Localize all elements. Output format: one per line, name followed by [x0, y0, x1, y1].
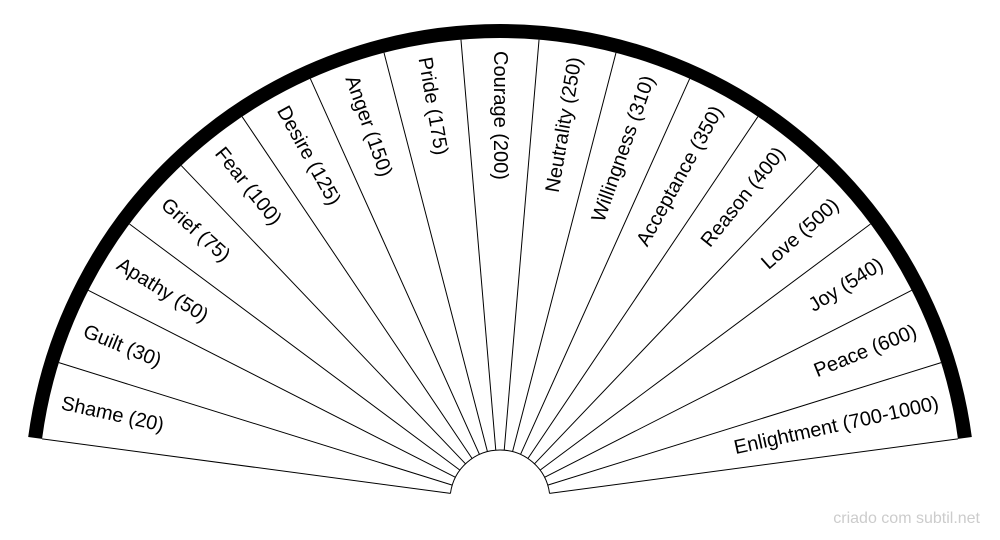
segment-divider: [129, 223, 461, 471]
segment-divider: [547, 362, 942, 486]
segment-divider: [41, 438, 451, 494]
segment-divider: [503, 39, 540, 451]
segment-divider: [527, 116, 759, 459]
segment-divider: [309, 78, 480, 455]
segment-divider: [544, 289, 912, 478]
footer-credit[interactable]: criado com subtil.net: [833, 510, 980, 527]
segment-divider: [520, 78, 691, 455]
segment-divider: [539, 223, 871, 471]
segment-divider: [460, 39, 497, 451]
segment-divider: [180, 165, 466, 465]
segment-divider: [383, 52, 488, 452]
segment-divider: [241, 116, 473, 459]
segment-divider: [549, 438, 959, 494]
segment-label: Courage (200): [489, 51, 511, 180]
segment-divider: [534, 165, 820, 465]
fan-background: [42, 38, 958, 494]
inner-arc: [449, 449, 551, 494]
segment-divider: [58, 362, 453, 486]
outer-border-arc: [28, 24, 972, 439]
segment-divider: [88, 289, 456, 478]
segment-divider: [512, 52, 617, 452]
